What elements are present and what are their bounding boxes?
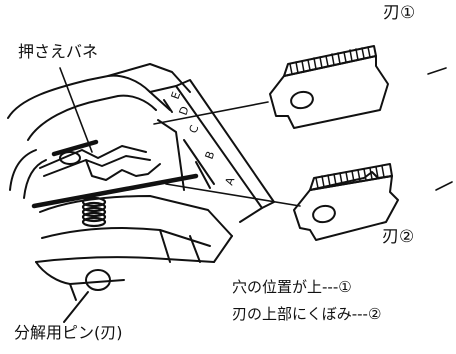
- scale-mark-d: D: [177, 105, 192, 117]
- blade-1-label: 刃①: [383, 3, 416, 23]
- disassembly-pin-label: 分解用ピン(刃): [14, 323, 123, 342]
- blade-2-label: 刃②: [382, 227, 415, 247]
- pressure-spring: [31, 139, 199, 209]
- blade-2: [293, 163, 399, 241]
- disassembly-pin: [63, 269, 111, 323]
- pressure-spring-label: 押さえバネ: [18, 42, 99, 61]
- leader-lines: [59, 67, 453, 207]
- blade-1: [269, 45, 389, 129]
- scale-mark-b: B: [203, 149, 218, 161]
- note-hole-position: 穴の位置が上---①: [232, 278, 352, 296]
- scale-mark-a: A: [223, 175, 238, 187]
- coil-spring: [81, 196, 107, 228]
- scale-mark-c: C: [187, 123, 202, 135]
- scale-mark-e: E: [169, 90, 184, 101]
- blade-holders: [157, 99, 215, 191]
- note-notch-position: 刃の上部にくぼみ---②: [232, 305, 382, 323]
- scale-marks: A B C D E: [169, 90, 238, 187]
